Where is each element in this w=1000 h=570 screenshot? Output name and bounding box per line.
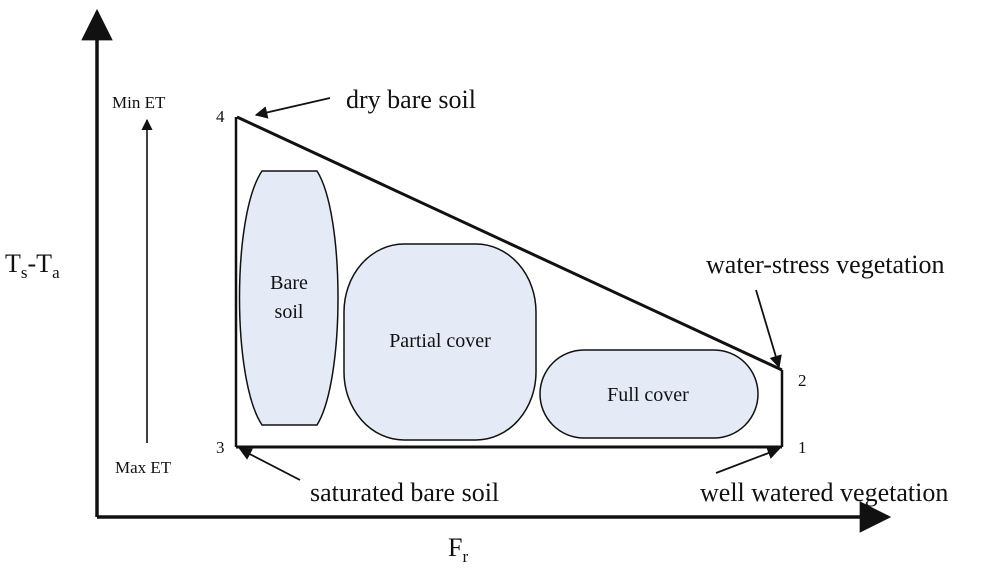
dry-bare-soil-arrow: [254, 97, 331, 119]
dry-bare-soil-label: dry bare soil: [346, 85, 476, 114]
vertex-4-label: 4: [216, 107, 225, 126]
full-cover-region: [539, 349, 759, 439]
dry-edge: [236, 115, 783, 372]
bare-soil-region: [238, 170, 339, 426]
well-watered-arrow: [715, 447, 781, 474]
bare-soil-label-line1: Bare: [270, 272, 308, 294]
full-cover-label: Full cover: [607, 384, 689, 406]
water-stress-arrow: [755, 289, 782, 369]
y-axis-label: Ts-Ta: [5, 249, 60, 282]
water-stress-label: water-stress vegetation: [706, 250, 944, 279]
partial-cover-label: Partial cover: [389, 330, 491, 352]
saturated-bare-soil-label: saturated bare soil: [310, 478, 499, 507]
bare-soil-label-line2: soil: [275, 301, 304, 323]
vertex-1-label: 1: [798, 438, 807, 457]
vertex-2-label: 2: [798, 371, 807, 390]
max-et-label: Max ET: [115, 458, 172, 477]
saturated-bare-soil-arrow: [238, 448, 301, 481]
well-watered-label: well watered vegetation: [700, 478, 948, 507]
x-axis-label: Fr: [448, 533, 468, 566]
min-et-label: Min ET: [112, 93, 166, 112]
partial-cover-region: [343, 243, 537, 441]
vertex-3-label: 3: [216, 438, 225, 457]
